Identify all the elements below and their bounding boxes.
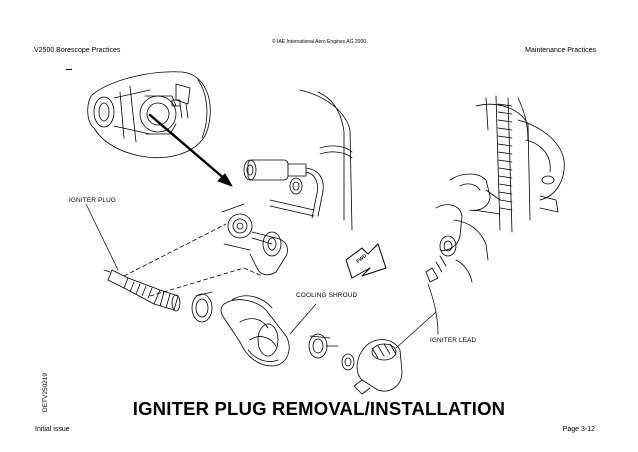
pointer-arrow	[148, 113, 233, 187]
footer-issue: Initial issue	[35, 426, 70, 433]
footer-page-number: Page 3-12	[562, 426, 595, 433]
cooling-shroud-drawing	[191, 291, 355, 371]
location-marker	[171, 99, 181, 107]
figure-title: IGNITER PLUG REMOVAL/INSTALLATION	[132, 398, 506, 419]
engine-case-drawing	[425, 95, 565, 335]
fwd-arrow-drawing	[345, 243, 387, 279]
igniter-boss-drawing	[221, 89, 353, 276]
engine-overview-drawing	[87, 71, 211, 159]
revision-dash	[66, 69, 72, 70]
copyright-notice: © IAE International Aero Engines AG 2000	[271, 39, 367, 45]
callout-cooling-shroud: COOLING SHROUD	[296, 292, 358, 299]
callout-igniter-plug: IGNITER PLUG	[69, 197, 117, 204]
installation-path-dashed	[123, 223, 263, 297]
header-manual-title: V2500 Borescope Practices	[34, 47, 121, 54]
igniter-plug-drawing	[85, 203, 181, 312]
callout-igniter-lead: IGNITER LEAD	[430, 337, 477, 344]
igniter-lead-elbow-drawing	[353, 311, 437, 395]
header-section-title: Maintenance Practices	[525, 47, 596, 54]
